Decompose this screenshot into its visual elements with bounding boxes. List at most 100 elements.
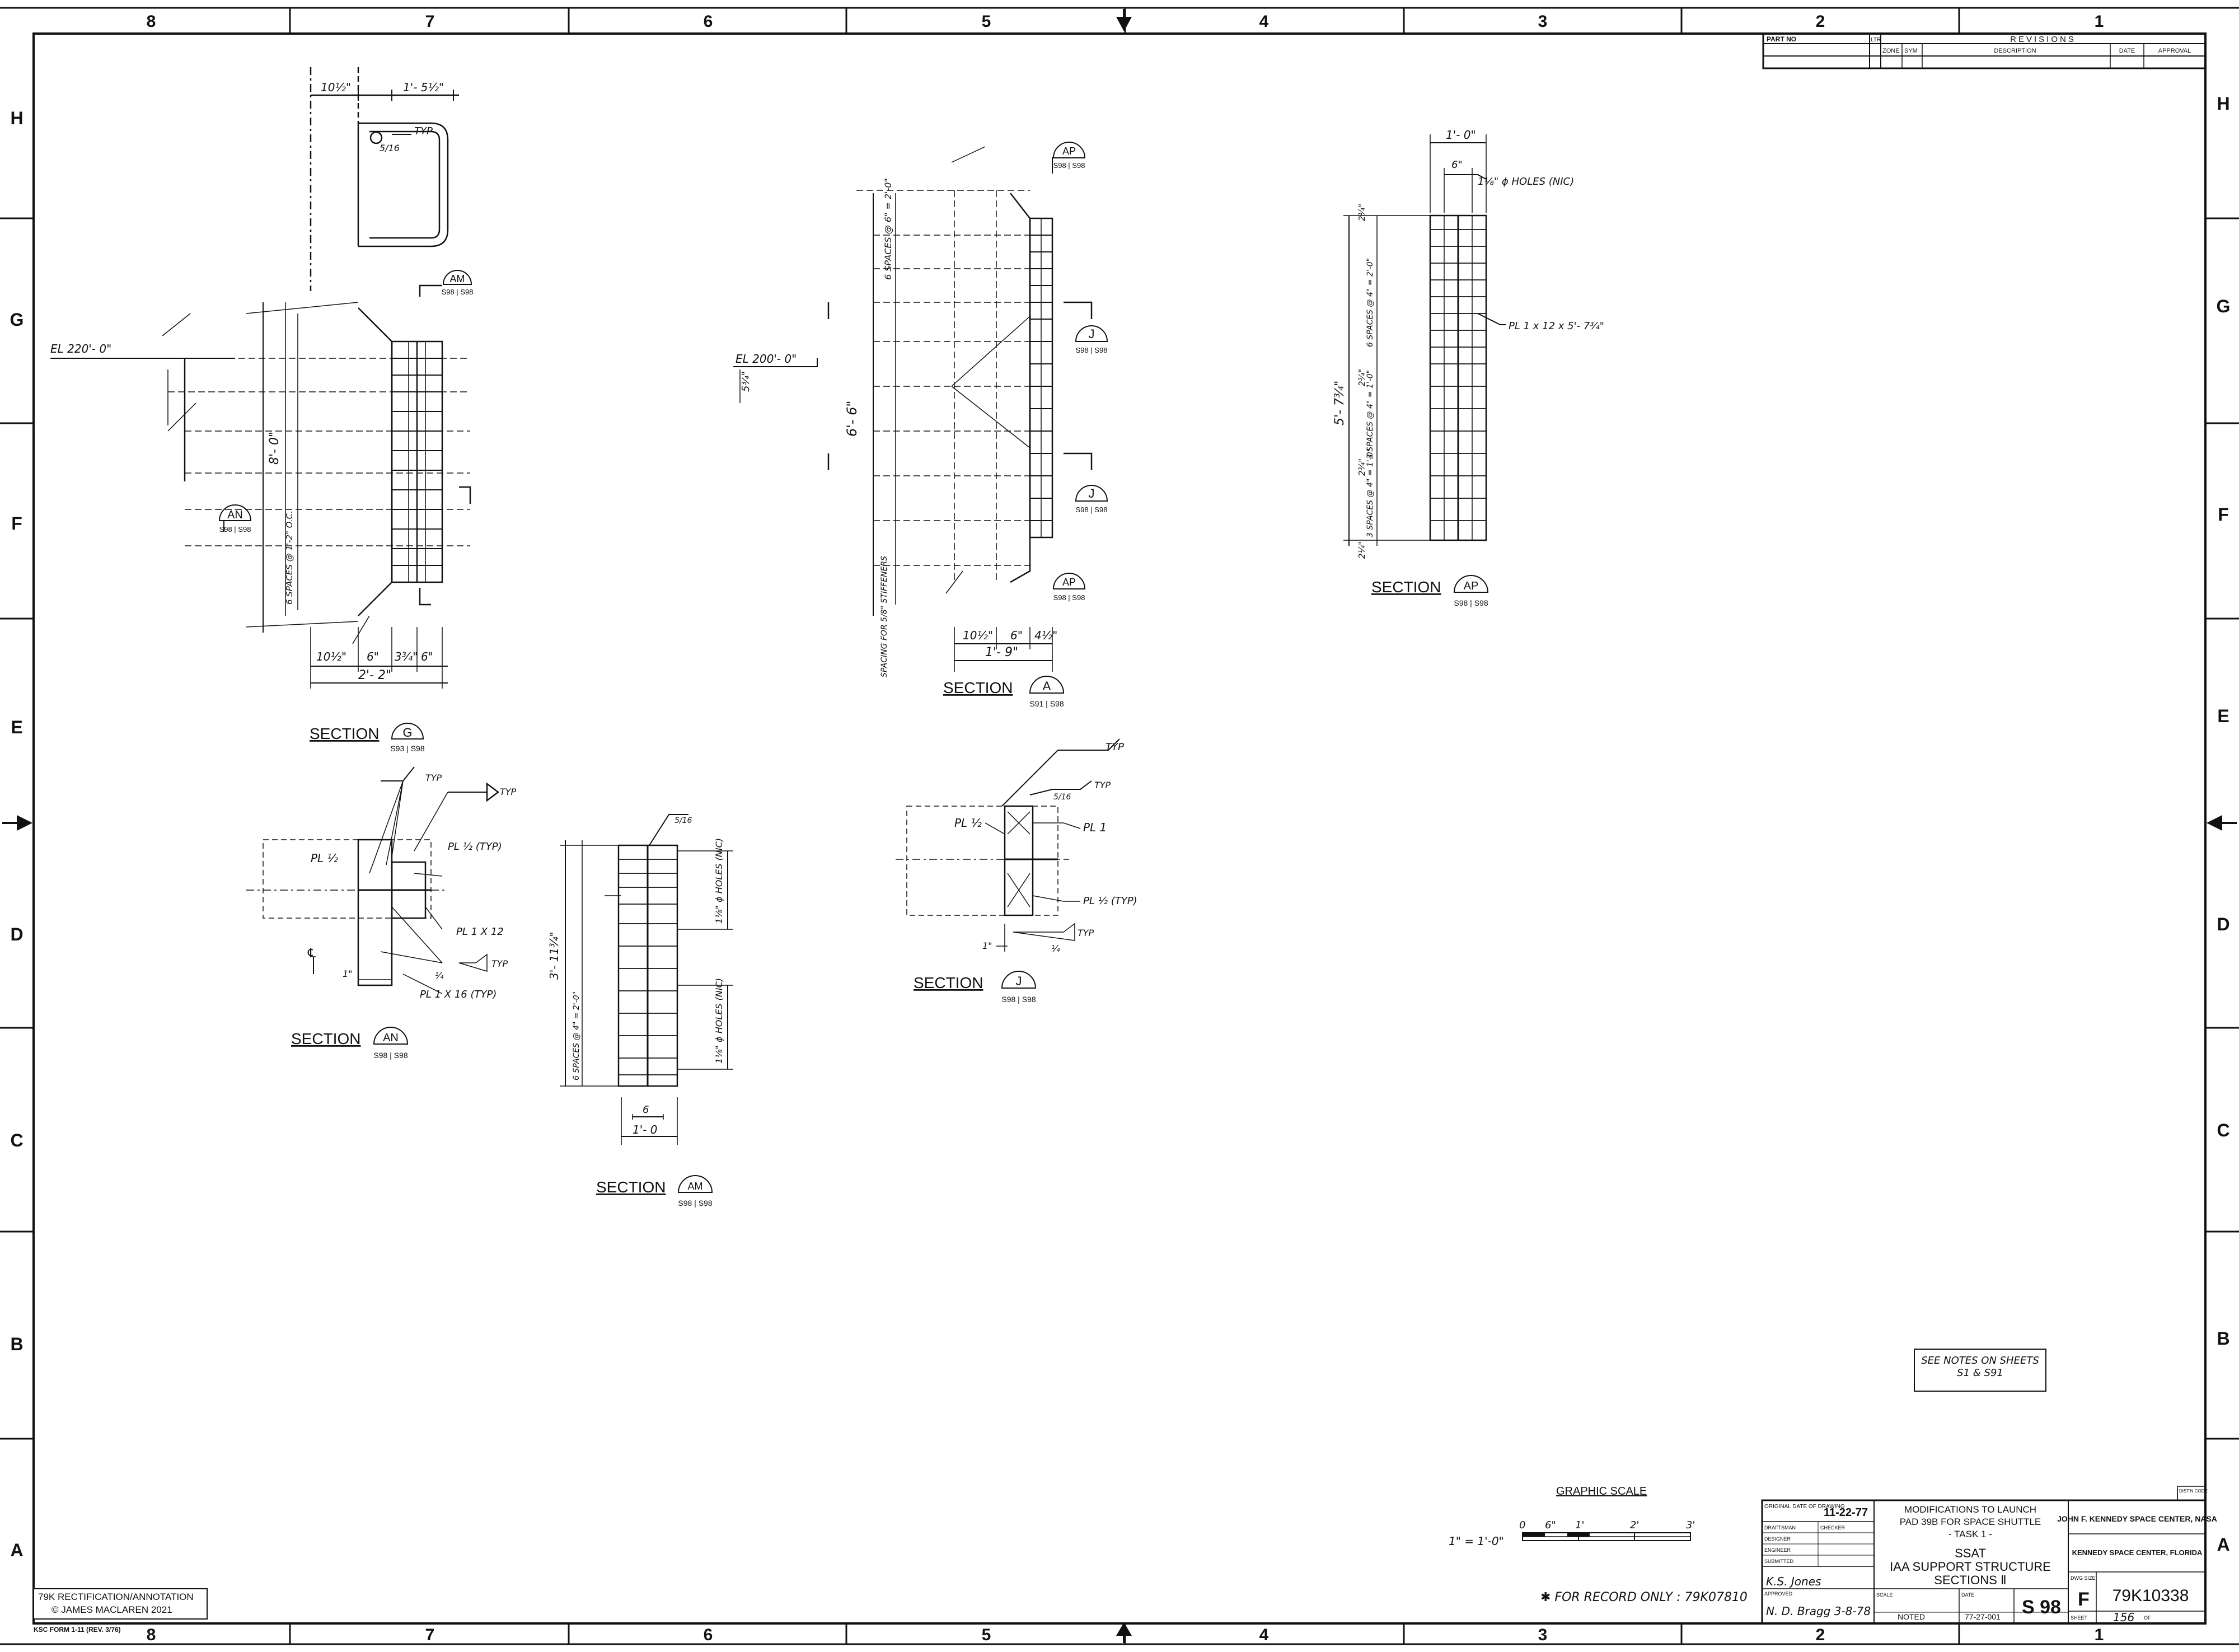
sa-dim-bot-b: 6": [1010, 629, 1023, 642]
form-number: KSC FORM 1-11 (REV. 3/76): [34, 1626, 121, 1634]
tb-location: KENNEDY SPACE CENTER, FLORIDA: [2072, 1548, 2203, 1557]
tb-dwg-size: F: [2078, 1589, 2090, 1610]
sj-pl-half-typ: PL ½ (TYP): [1083, 895, 1137, 907]
zone-top-4: 4: [1259, 12, 1269, 31]
see-notes-text: SEE NOTES ON SHEETS S1 & S91: [1921, 1355, 2039, 1379]
zone-top-2: 2: [1816, 12, 1825, 31]
zone-right-H: H: [2217, 93, 2229, 114]
sa-callout-ap-bot-sheets: S98 | S98: [1053, 593, 1085, 602]
graphic-scale: GRAPHIC SCALE 1" = 1'-0" 0 6" 1' 2' 3': [1449, 1485, 1695, 1548]
sa-el: EL 200'- 0": [736, 352, 797, 366]
for-record-note: ✱ FOR RECORD ONLY : 79K07810: [1540, 1590, 1748, 1604]
tb-sections: SECTIONS Ⅱ: [1934, 1573, 2006, 1587]
zone-labels-bottom: 8 7 6 5 4 3 2 1: [147, 1626, 2104, 1644]
section-a-sheets: S91 | S98: [1029, 699, 1064, 708]
zone-left-E: E: [11, 717, 22, 737]
sap-sp1: 6 SPACES @ 4" = 2'-0": [1366, 258, 1375, 347]
zone-bottom-3: 3: [1538, 1626, 1548, 1644]
zone-right-A: A: [2217, 1534, 2229, 1555]
sj-quarter: ¼: [1051, 943, 1060, 954]
sg-dim-bot-b: 6": [367, 650, 379, 663]
zone-left-G: G: [10, 310, 24, 330]
zone-bottom-7: 7: [425, 1626, 435, 1644]
sa-callout-ap-top-tag: AP: [1062, 146, 1076, 157]
sa-overall: 1'- 9": [985, 645, 1018, 659]
sap-d4: 2¼": [1357, 541, 1367, 559]
sj-typ-mid: TYP: [1094, 780, 1111, 790]
zone-right-C: C: [2217, 1120, 2229, 1140]
zone-top-7: 7: [425, 12, 435, 31]
section-an-sheets: S98 | S98: [373, 1051, 407, 1060]
section-g-sheets: S93 | S98: [390, 744, 424, 753]
san-typ-top: TYP: [425, 773, 442, 783]
sj-typ-bot: TYP: [1078, 928, 1094, 938]
zone-left-C: C: [10, 1130, 23, 1150]
sa-height: 6'- 6": [844, 401, 860, 437]
scale-tick-3ft: 3': [1686, 1519, 1695, 1531]
sap-height: 5'- 7¾": [1333, 381, 1347, 425]
zone-top-6: 6: [704, 12, 713, 31]
section-an-drawing: [246, 766, 500, 994]
sap-plate: PL 1 x 12 x 5'- 7¾": [1509, 320, 1604, 332]
sg-overall: 2'- 2": [358, 668, 391, 682]
tb-task: - TASK 1 -: [1948, 1529, 1992, 1539]
zone-bottom-2: 2: [1816, 1626, 1825, 1644]
tb-agency: JOHN F. KENNEDY SPACE CENTER, NASA: [2057, 1514, 2217, 1523]
tb-dwg-no: 79K10338: [2112, 1587, 2189, 1605]
section-am-drawing: [560, 814, 733, 1145]
sg-dim-top-a: 10½": [321, 81, 351, 94]
zone-right-B: B: [2217, 1328, 2229, 1349]
zone-right-E: E: [2217, 706, 2229, 726]
sap-sp3: 3 SPACES @ 4" = 1'-0": [1366, 448, 1375, 537]
san-one: 1": [343, 968, 353, 979]
zone-left-B: B: [10, 1334, 23, 1354]
scale-tick-1ft: 1': [1575, 1519, 1584, 1531]
tb-approved: APPROVED: [1764, 1591, 1793, 1597]
tb-checker: CHECKER: [1820, 1525, 1845, 1531]
tb-sheet: 156: [2113, 1611, 2134, 1624]
section-ap-sheets: S98 | S98: [1454, 598, 1488, 607]
tb-date-label: DATE: [1961, 1592, 1974, 1598]
section-j-title: SECTION: [914, 974, 983, 991]
tb-sheet-label: SHEET: [2071, 1615, 2088, 1621]
san-pl-1x16: PL 1 X 16 (TYP): [420, 989, 496, 1000]
section-ap-tag: AP: [1464, 580, 1479, 592]
sap-holes: 1⅛" ϕ HOLES (NIC): [1478, 176, 1574, 188]
sg-callout-am-sheets: S98 | S98: [442, 288, 474, 296]
sap-d3: 2¾": [1357, 458, 1367, 476]
sap-d1: 2¼": [1357, 204, 1367, 221]
rev-part-no: PART NO: [1767, 35, 1796, 43]
section-ap-title: SECTION: [1371, 578, 1441, 596]
centering-arrows: [2, 9, 2237, 1643]
scale-tick-0: 0: [1519, 1519, 1525, 1531]
sg-dim-bot-d: 6": [421, 650, 433, 663]
section-a-drawing: [733, 146, 1093, 672]
sam-spacing: 6 SPACES @ 4" = 2'-0": [572, 991, 581, 1080]
zone-bottom-6: 6: [704, 1626, 713, 1644]
see-notes-box: SEE NOTES ON SHEETS S1 & S91: [1914, 1349, 2046, 1392]
section-an-title: SECTION: [291, 1030, 360, 1047]
sa-callout-ap-bot-tag: AP: [1062, 577, 1076, 588]
section-g-tag: G: [402, 726, 412, 740]
rev-description: DESCRIPTION: [1994, 48, 2036, 54]
zone-left-H: H: [10, 108, 23, 128]
annotation-line-1: 79K RECTIFICATION/ANNOTATION: [38, 1592, 194, 1602]
scale-tick-2ft: 2': [1630, 1519, 1639, 1531]
section-am-labels: 3'- 11¾" 6 SPACES @ 4" = 2'-0" 1⅛" ϕ HOL…: [547, 816, 724, 1208]
sa-dim-bot-a: 10½": [963, 629, 993, 642]
sj-pl-half: PL ½: [954, 816, 982, 830]
section-an-tag: AN: [383, 1032, 399, 1044]
tb-engineer: ENGINEER: [1764, 1547, 1791, 1553]
rev-ltr: LTR: [1871, 37, 1881, 43]
sg-dim-bot-a: 10½": [316, 650, 346, 663]
tb-iaa: IAA SUPPORT STRUCTURE: [1890, 1560, 2051, 1574]
zone-top-8: 8: [147, 12, 156, 31]
annotation-line-2: © JAMES MACLAREN 2021: [51, 1604, 172, 1615]
sam-holes-bot: 1⅛" ϕ HOLES (NIC): [714, 978, 724, 1064]
section-a-tag: A: [1043, 679, 1051, 693]
zone-top-3: 3: [1538, 12, 1548, 31]
graphic-scale-ratio: 1" = 1'-0": [1449, 1534, 1504, 1548]
zone-labels-left: H G F E D C B A: [10, 108, 24, 1560]
san-quarter: ¼: [435, 970, 444, 981]
